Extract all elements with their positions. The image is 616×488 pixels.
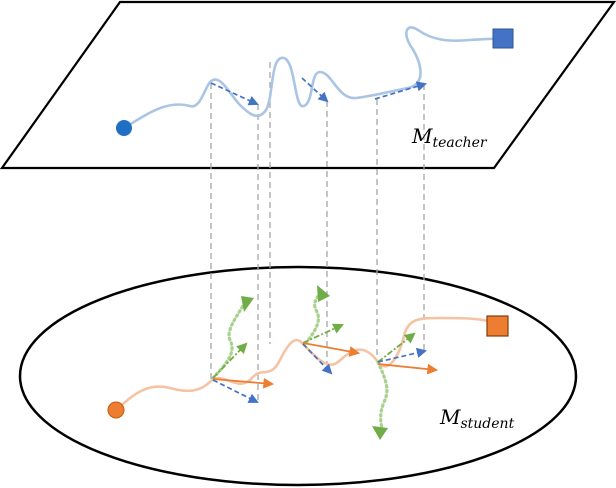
student-blue-arrow xyxy=(377,347,427,363)
student-green-triangles xyxy=(241,285,388,440)
teacher-trajectory xyxy=(123,26,503,130)
teacher-end-marker xyxy=(492,28,514,49)
student-green-arrows xyxy=(212,323,416,379)
green-arrow xyxy=(377,332,416,363)
orange-arrow xyxy=(377,363,439,375)
green-arrow xyxy=(302,323,344,344)
student-orange-arrows xyxy=(212,342,439,389)
teacher-gradient-arrows xyxy=(210,77,427,106)
student-trajectory xyxy=(115,316,493,411)
student-plane xyxy=(18,265,578,487)
student-blue-arrows xyxy=(212,343,427,403)
student-start-marker xyxy=(107,401,125,419)
teacher-label: Mteacher xyxy=(411,124,488,151)
teacher-start-marker xyxy=(116,120,132,136)
green-dotted-path xyxy=(376,360,389,430)
teacher-arrow xyxy=(374,81,427,100)
green-triangle xyxy=(372,426,388,440)
student-blue-arrow xyxy=(212,379,259,403)
student-blue-arrow xyxy=(302,343,333,375)
green-arrow xyxy=(212,342,248,379)
green-triangle xyxy=(241,296,254,312)
green-triangle xyxy=(317,285,330,302)
projection-lines xyxy=(210,62,425,400)
teacher-plane xyxy=(0,0,616,170)
orange-arrow xyxy=(212,377,275,389)
orange-arrow xyxy=(302,342,361,357)
teacher-arrow xyxy=(301,77,329,103)
student-label: Mstudent xyxy=(439,405,515,432)
teacher-arrow xyxy=(210,82,259,106)
student-end-marker xyxy=(486,315,509,337)
